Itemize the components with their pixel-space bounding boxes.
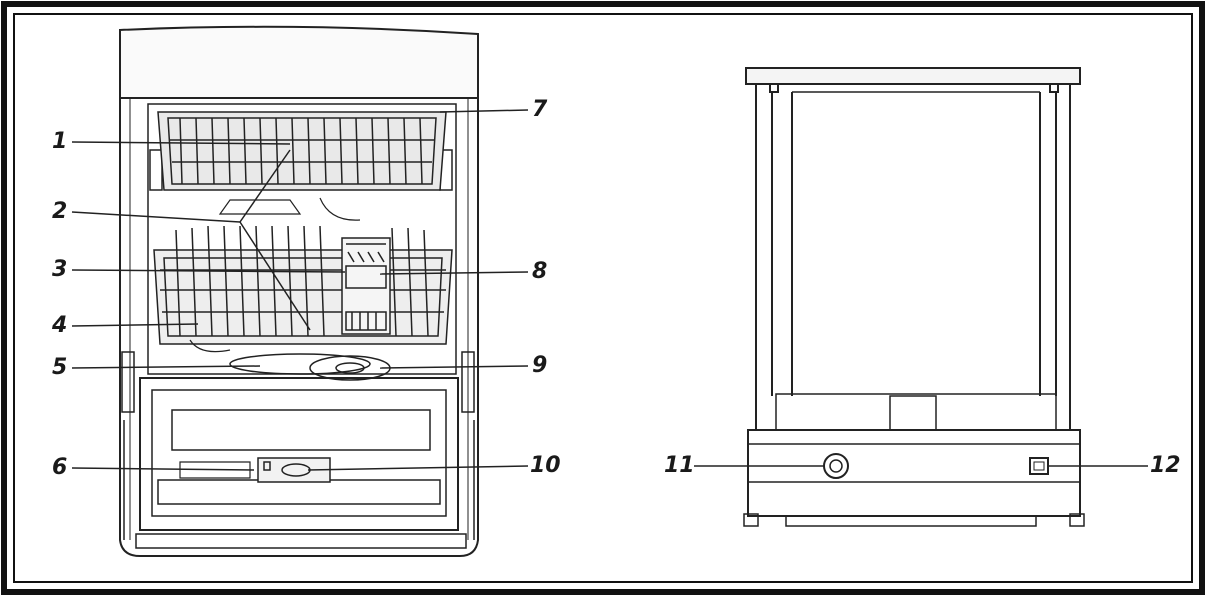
callout-4: 4 bbox=[52, 313, 68, 338]
callout-5: 5 bbox=[52, 355, 68, 380]
rear-port-round bbox=[823, 453, 849, 479]
callout-11: 11 bbox=[664, 453, 695, 478]
rinse-aid-dispenser bbox=[179, 461, 251, 479]
callout-2: 2 bbox=[52, 199, 68, 224]
lower-basket bbox=[153, 225, 453, 345]
callout-3: 3 bbox=[52, 257, 68, 282]
filter-assembly bbox=[309, 355, 391, 381]
rear-top-frame bbox=[745, 67, 1081, 85]
callout-1: 1 bbox=[52, 129, 68, 154]
callout-9: 9 bbox=[532, 353, 548, 378]
top-panel bbox=[119, 25, 479, 99]
inner-border bbox=[13, 13, 1193, 583]
upper-basket bbox=[157, 111, 447, 191]
callout-8: 8 bbox=[532, 259, 548, 284]
dishwasher-front-view bbox=[119, 25, 479, 557]
lower-spray-arm bbox=[229, 353, 371, 375]
callout-12: 12 bbox=[1150, 453, 1181, 478]
callout-6: 6 bbox=[52, 455, 68, 480]
leader-lines-front bbox=[71, 109, 529, 471]
callout-7: 7 bbox=[532, 97, 548, 122]
cabinet-outline bbox=[119, 98, 479, 557]
rear-port-square bbox=[1029, 457, 1049, 475]
cutlery-basket bbox=[341, 237, 391, 335]
door bbox=[139, 377, 459, 531]
dishwasher-rear-view bbox=[743, 67, 1085, 527]
callout-10: 10 bbox=[530, 453, 561, 478]
